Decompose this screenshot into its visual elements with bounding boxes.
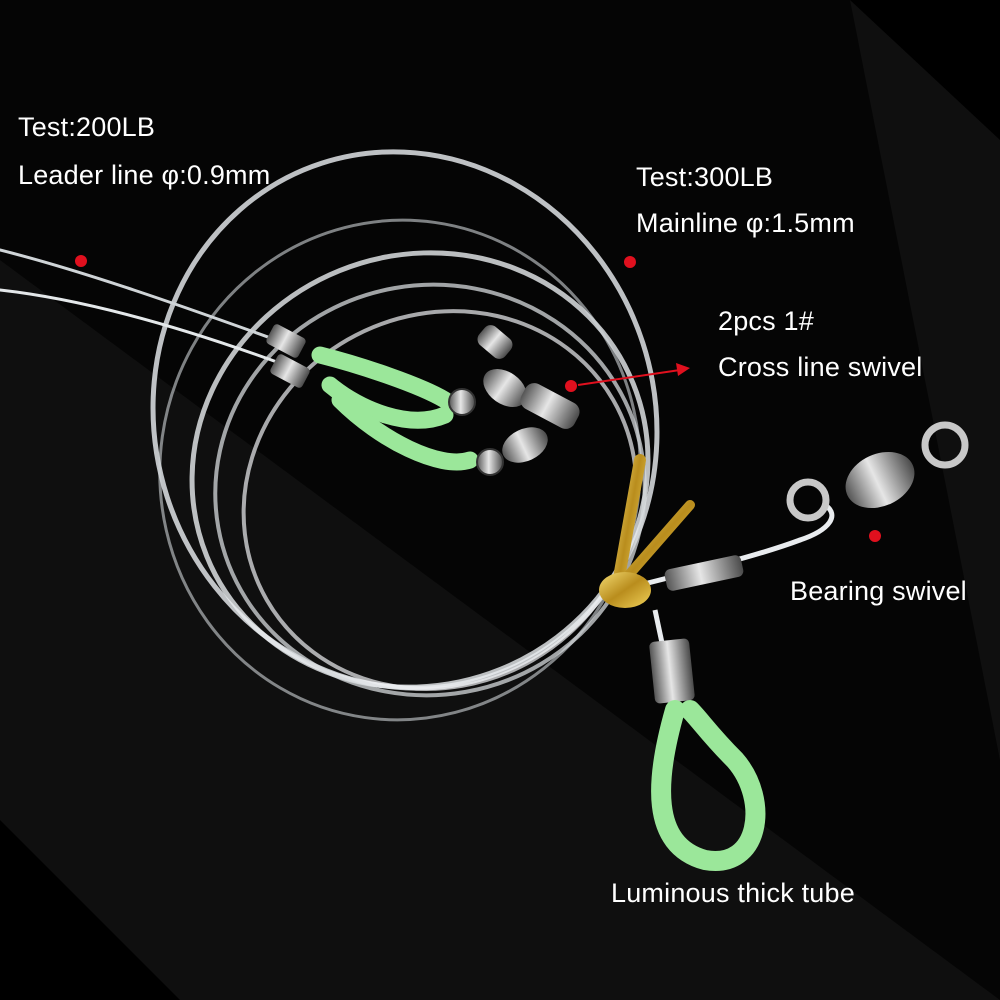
luminous-tubes-top xyxy=(311,346,479,471)
cross-qty-label: 2pcs 1# xyxy=(718,306,814,336)
cross-line-swivels xyxy=(448,325,580,476)
red-pointer-arrow xyxy=(577,363,690,386)
mainline-label: Mainline φ:1.5mm xyxy=(636,208,855,238)
marker-mainline xyxy=(624,256,636,268)
crimp-sleeves-top xyxy=(266,324,310,388)
leader-line-label: Leader line φ:0.9mm xyxy=(18,160,271,190)
crimp-sleeve-bottom xyxy=(649,638,695,704)
leader-test-label: Test:200LB xyxy=(18,112,156,142)
marker-bearing-swivel xyxy=(869,530,881,542)
luminous-thick-tube-loop xyxy=(651,700,766,871)
bearing-swivel xyxy=(786,421,969,522)
luminous-tube-label: Luminous thick tube xyxy=(611,878,855,908)
main-test-label: Test:300LB xyxy=(636,162,774,192)
gold-twist-tie xyxy=(599,454,695,608)
marker-cross-line-swivel xyxy=(565,380,577,392)
marker-leader-line xyxy=(75,255,87,267)
leader-lines xyxy=(0,248,292,367)
bearing-swivel-label: Bearing swivel xyxy=(790,576,967,606)
crimp-sleeve-bearing xyxy=(664,555,744,591)
cross-swivel-label: Cross line swivel xyxy=(718,352,923,382)
